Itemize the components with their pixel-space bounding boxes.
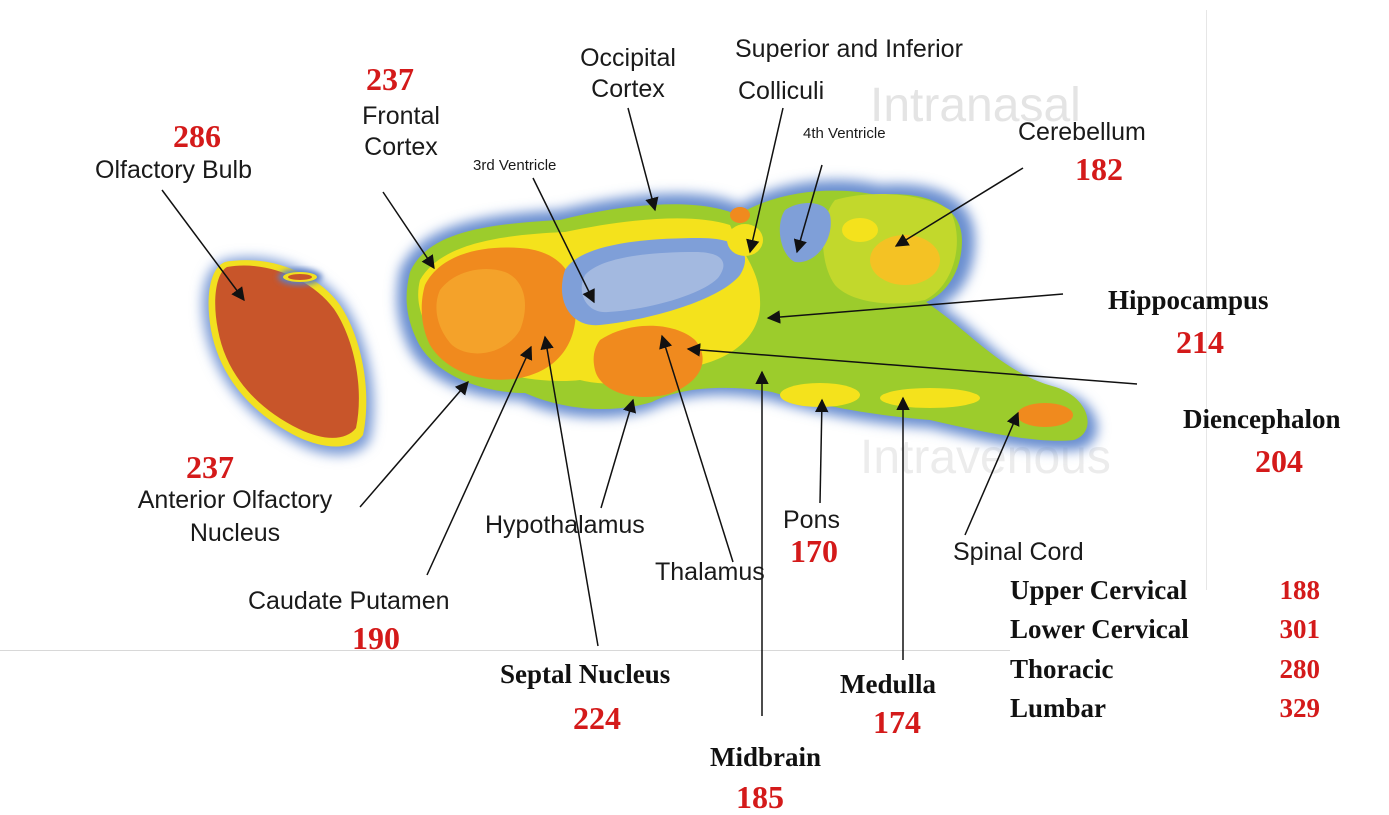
spinal-cord-row-upper-cervical: Upper Cervical 188 bbox=[1010, 575, 1320, 613]
spinal-cord-row-name: Lower Cervical bbox=[1010, 614, 1189, 645]
label-frontal-cortex-line2: Cortex bbox=[346, 132, 456, 163]
label-occipital-cortex-line2: Cortex bbox=[560, 74, 696, 105]
leader-pons bbox=[820, 400, 822, 503]
leader-olfactory-bulb bbox=[162, 190, 244, 300]
spinal-cord-row-lumbar: Lumbar 329 bbox=[1010, 693, 1320, 731]
label-spinal-cord: Spinal Cord bbox=[953, 537, 1084, 568]
value-cerebellum: 182 bbox=[1075, 152, 1123, 186]
value-caudate-putamen: 190 bbox=[352, 621, 400, 655]
label-frontal-cortex-line1: Frontal bbox=[346, 101, 456, 132]
spinal-cord-row-thoracic: Thoracic 280 bbox=[1010, 654, 1320, 692]
label-cerebellum: Cerebellum bbox=[1018, 117, 1146, 148]
label-olfactory-bulb: Olfactory Bulb bbox=[95, 155, 252, 186]
label-fourth-ventricle: 4th Ventricle bbox=[803, 125, 886, 143]
label-midbrain: Midbrain bbox=[710, 741, 821, 773]
olfactory-bulb-section bbox=[202, 257, 373, 455]
value-anterior-olfactory: 237 bbox=[186, 450, 234, 484]
spinal-cord-row-value: 188 bbox=[1280, 575, 1321, 606]
label-hippocampus: Hippocampus bbox=[1108, 284, 1269, 316]
value-medulla: 174 bbox=[873, 705, 921, 739]
value-midbrain: 185 bbox=[736, 780, 784, 814]
label-septal-nucleus: Septal Nucleus bbox=[500, 658, 670, 690]
spinal-cord-row-value: 280 bbox=[1280, 654, 1321, 685]
label-anterior-olfactory-line2: Nucleus bbox=[110, 518, 360, 549]
spinal-cord-row-value: 329 bbox=[1280, 693, 1321, 724]
label-anterior-olfactory-line1: Anterior Olfactory bbox=[110, 485, 360, 516]
leader-occipital-cortex bbox=[628, 108, 655, 210]
label-colliculi-line2: Colliculi bbox=[738, 76, 824, 107]
value-hippocampus: 214 bbox=[1176, 325, 1224, 359]
value-frontal-cortex: 237 bbox=[366, 62, 414, 96]
value-olfactory-bulb: 286 bbox=[173, 119, 221, 153]
value-pons: 170 bbox=[790, 534, 838, 568]
label-hypothalamus: Hypothalamus bbox=[485, 510, 645, 541]
spinal-cord-row-name: Upper Cervical bbox=[1010, 575, 1187, 606]
label-diencephalon: Diencephalon bbox=[1183, 403, 1341, 435]
label-medulla: Medulla bbox=[840, 668, 936, 700]
spinal-cord-row-lower-cervical: Lower Cervical 301 bbox=[1010, 614, 1320, 652]
label-occipital-cortex-line1: Occipital bbox=[560, 43, 696, 74]
label-caudate-putamen: Caudate Putamen bbox=[248, 586, 450, 617]
spinal-cord-row-value: 301 bbox=[1280, 614, 1321, 645]
leader-anterior-olfactory bbox=[360, 382, 468, 507]
label-thalamus: Thalamus bbox=[655, 557, 765, 588]
spinal-cord-row-name: Lumbar bbox=[1010, 693, 1106, 724]
label-third-ventricle: 3rd Ventricle bbox=[473, 157, 556, 175]
label-colliculi-line1: Superior and Inferior bbox=[735, 34, 963, 65]
value-septal-nucleus: 224 bbox=[573, 701, 621, 735]
spinal-cord-row-name: Thoracic bbox=[1010, 654, 1113, 685]
label-pons: Pons bbox=[783, 505, 840, 536]
value-diencephalon: 204 bbox=[1255, 444, 1303, 478]
